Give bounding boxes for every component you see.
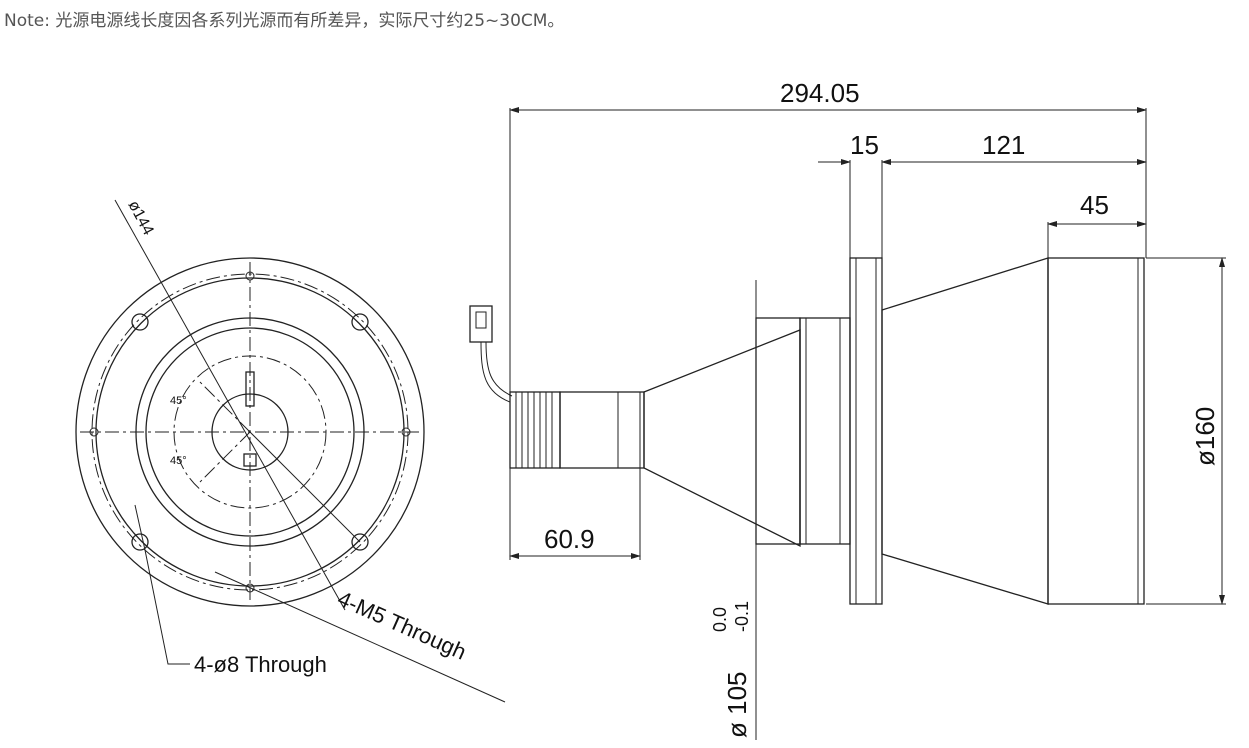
threads-through-label: 4-M5 Through bbox=[334, 586, 470, 665]
tolerance-lower: -0.1 bbox=[732, 601, 752, 632]
side-view: 294.05 15 121 45 60.9 ø160 ø 105 0.0 -0.… bbox=[469, 78, 1226, 740]
outer-diameter-dim: ø160 bbox=[1190, 407, 1220, 466]
body-length-dim: 121 bbox=[982, 130, 1025, 160]
hole-circle bbox=[351, 533, 369, 551]
flange bbox=[849, 257, 883, 605]
front-barrel bbox=[1047, 257, 1145, 605]
front-view: ø144 45° 45° 4-ø8 Through 4-M5 Through bbox=[75, 198, 506, 703]
flange-circle bbox=[95, 277, 405, 587]
note-text: Note: 光源电源线长度因各系列光源而有所差异，实际尺寸约25~30CM。 bbox=[4, 11, 565, 31]
hole-circle bbox=[131, 533, 149, 551]
hole-circle bbox=[131, 313, 149, 331]
overall-length-dim: 294.05 bbox=[780, 78, 860, 108]
angle-label-lower: 45° bbox=[170, 455, 187, 467]
tolerance-upper: 0.0 bbox=[710, 607, 730, 632]
inner-circle bbox=[145, 327, 355, 537]
neck-length-dim: 60.9 bbox=[544, 524, 595, 554]
cable-connector bbox=[469, 305, 493, 343]
front-length-dim: 45 bbox=[1080, 190, 1109, 220]
holes-through-label: 4-ø8 Through bbox=[194, 652, 327, 677]
mount-diameter-dim: ø 105 bbox=[722, 672, 752, 739]
flange-width-dim: 15 bbox=[850, 130, 879, 160]
angle-label-upper: 45° bbox=[170, 395, 187, 407]
mount-ring bbox=[799, 317, 851, 545]
outer-circle bbox=[75, 257, 425, 607]
neck-body bbox=[559, 391, 645, 469]
diameter-144-label: ø144 bbox=[124, 198, 156, 238]
hole-circle bbox=[351, 313, 369, 331]
